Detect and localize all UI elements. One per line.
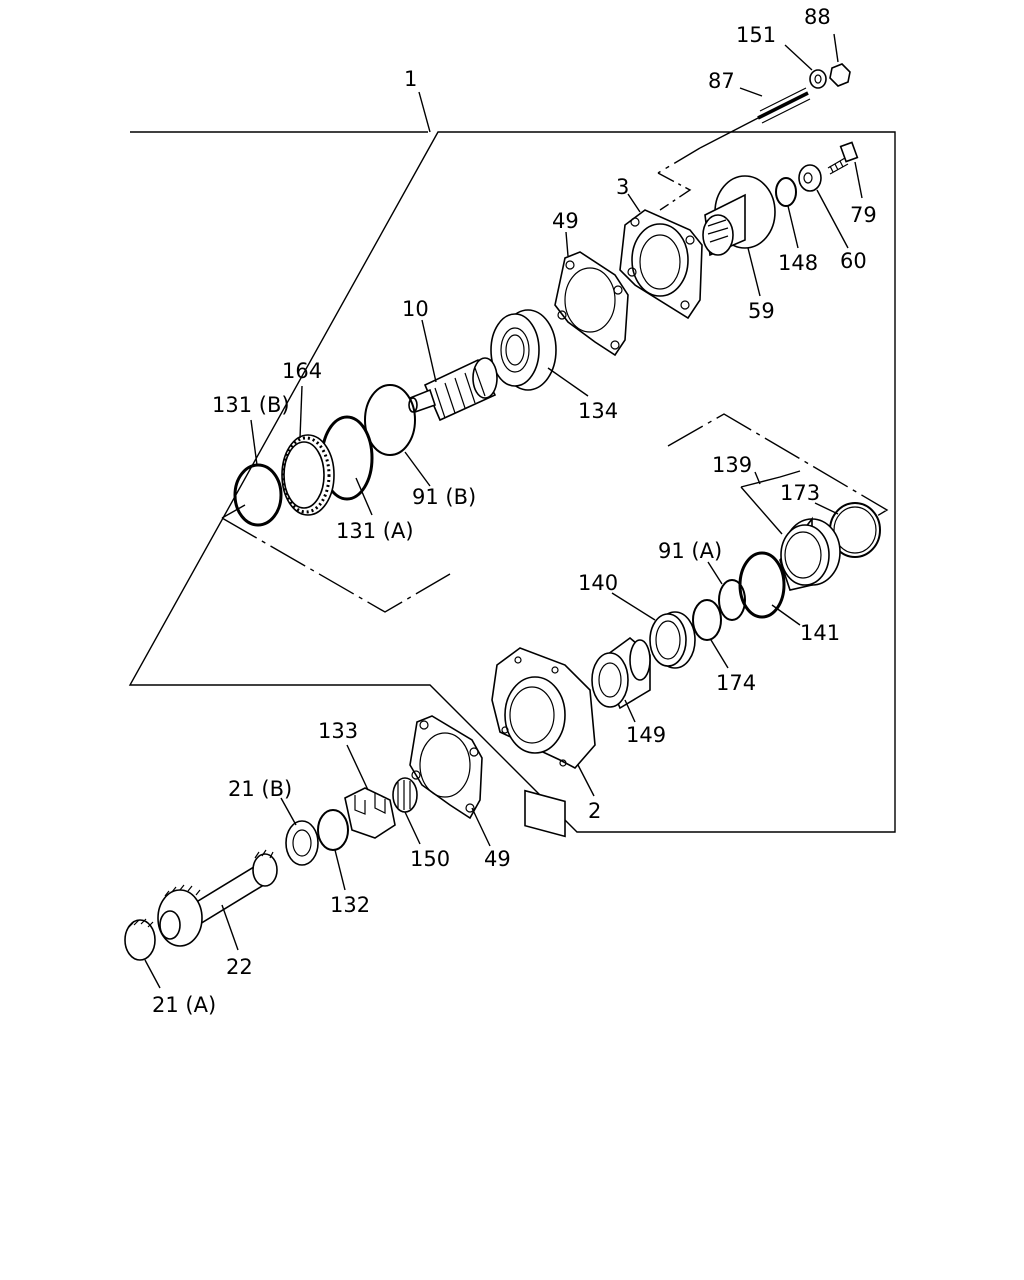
washer-part [809, 69, 827, 89]
label-part-174: 174 [716, 671, 756, 695]
ring-part-132 [317, 809, 349, 851]
bearing-part-21a [124, 918, 156, 961]
label-part-2: 2 [588, 799, 601, 823]
label-part-3: 3 [616, 175, 629, 199]
label-part-173: 173 [780, 481, 820, 505]
label-part-1: 1 [404, 67, 417, 91]
stud-bolt-part [657, 87, 811, 174]
assembly-boundary [128, 131, 896, 833]
label-part-49-lower: 49 [484, 847, 511, 871]
label-part-131b: 131 (B) [212, 393, 290, 417]
label-part-10: 10 [402, 297, 429, 321]
bearing-race-part-140 [649, 611, 696, 669]
ring-part-131b [233, 463, 283, 527]
gasket-part-49-upper [554, 251, 629, 357]
needle-cage-part-164 [281, 434, 335, 516]
label-part-150: 150 [410, 847, 450, 871]
housing-part-3 [619, 209, 703, 320]
label-part-22: 22 [226, 955, 253, 979]
snap-ring-part-91a [718, 579, 746, 621]
label-part-79: 79 [850, 203, 877, 227]
bearing-part-149 [591, 636, 651, 710]
clutch-sleeve-part-133 [344, 787, 396, 839]
sleeve-part-139 [779, 516, 841, 591]
label-part-21b: 21 (B) [228, 777, 292, 801]
label-part-131a: 131 (A) [336, 519, 414, 543]
label-part-141: 141 [800, 621, 840, 645]
label-part-151: 151 [736, 23, 776, 47]
bearing-part-21b [285, 820, 319, 866]
gasket-part-49-lower [409, 715, 483, 820]
label-part-149: 149 [626, 723, 666, 747]
needle-bearing-part-150 [392, 777, 418, 813]
housing-part-2 [491, 647, 596, 838]
label-part-60: 60 [840, 249, 867, 273]
label-part-49-upper: 49 [552, 209, 579, 233]
label-part-21a: 21 (A) [152, 993, 216, 1017]
label-part-148: 148 [778, 251, 818, 275]
label-part-91a: 91 (A) [658, 539, 722, 563]
label-part-87: 87 [708, 69, 735, 93]
o-ring-part-148 [775, 177, 797, 207]
bearing-part-134 [490, 309, 557, 391]
label-part-134: 134 [578, 399, 618, 423]
label-part-139: 139 [712, 453, 752, 477]
ring-part-174 [692, 599, 722, 641]
flange-part-59 [702, 175, 776, 257]
label-part-132: 132 [330, 893, 370, 917]
bolt-part [827, 141, 859, 175]
gear-shaft-part-22 [157, 849, 278, 947]
nut-part [829, 63, 851, 87]
leader-1 [418, 91, 431, 133]
label-part-59: 59 [748, 299, 775, 323]
splined-shaft-part-10 [408, 357, 498, 422]
snap-ring-part-91b [364, 384, 416, 456]
label-part-133: 133 [318, 719, 358, 743]
label-part-91b: 91 (B) [412, 485, 476, 509]
label-part-88: 88 [804, 5, 831, 29]
o-ring-part-141 [738, 551, 786, 619]
seal-part-60 [798, 164, 822, 192]
label-part-164: 164 [282, 359, 322, 383]
label-part-140: 140 [578, 571, 618, 595]
